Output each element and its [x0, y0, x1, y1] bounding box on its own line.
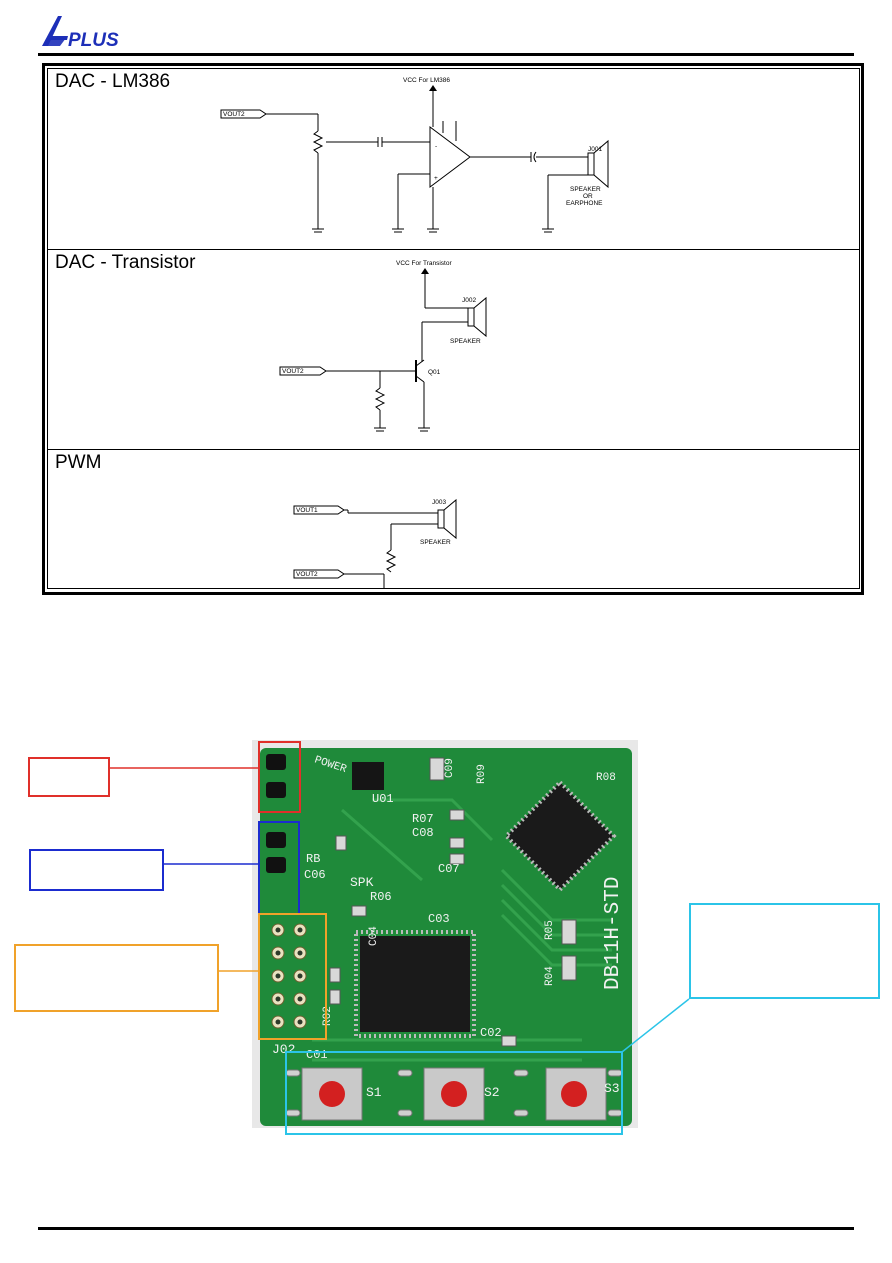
speaker-j001-symbol: [587, 152, 595, 176]
c07-label: C07: [438, 862, 460, 876]
vout1-label: VOUT1: [296, 507, 318, 514]
logo-text: PLUS: [68, 30, 119, 51]
c04-label: C04: [368, 926, 380, 946]
section-dac-transistor: DAC - Transistor: [47, 249, 860, 450]
j003-label: J003: [432, 499, 446, 506]
c02-label: C02: [480, 1026, 502, 1040]
speaker-label: SPEAKER: [420, 539, 451, 546]
aplus-logo: PLUS: [42, 16, 119, 51]
r04-label: R04: [544, 966, 556, 986]
button-s2: [423, 1067, 485, 1121]
svg-text:-: -: [435, 143, 437, 150]
board-name-label: DB11H-STD: [602, 877, 625, 990]
speaker-j002-symbol: [467, 307, 475, 327]
vout1-port: [293, 505, 345, 515]
potentiometer-symbol: [312, 130, 324, 154]
vout2-port: [293, 569, 345, 579]
r09-label: R09: [476, 764, 488, 784]
vout2-label: VOUT2: [296, 571, 318, 578]
vout2-label: VOUT2: [223, 111, 245, 118]
earphone-label: EARPHONE: [566, 200, 603, 207]
header-rule: [38, 53, 854, 56]
pwm-circuit-diagram: VOUT1 J003 SPEAKER VOUT2: [293, 498, 457, 588]
schematic-frame: DAC - LM386: [42, 63, 864, 595]
callout-j02-header: [14, 944, 219, 1012]
j002-label: J002: [462, 297, 476, 304]
vcc-transistor-label: VCC For Transistor: [396, 260, 452, 267]
footer-rule: [38, 1227, 854, 1230]
pcb-board-photo: DB11H-STD POWER SPK J02 S1 S2 S3 C01 C02…: [252, 740, 638, 1128]
resistor-symbol: [374, 387, 386, 411]
c03-label: C03: [428, 912, 450, 926]
j02-label: J02: [272, 1042, 295, 1057]
lm386-amplifier-symbol: [429, 126, 471, 188]
lm386-circuit-diagram: VCC For LM386 VOUT2 J001 SPEAKER OR EARP…: [220, 77, 609, 233]
callout-power-header: [28, 757, 110, 797]
r08-label: R08: [596, 772, 616, 784]
section-title: DAC - Transistor: [55, 252, 196, 273]
vout2-port: [279, 366, 327, 376]
j001-label: J001: [588, 146, 602, 153]
vcc-lm386-label: VCC For LM386: [403, 77, 450, 84]
s2-label: S2: [484, 1085, 500, 1100]
potentiometer-symbol: [385, 549, 397, 573]
svg-text:+: +: [434, 175, 438, 182]
c09-label: C09: [444, 758, 456, 778]
s3-label: S3: [604, 1081, 620, 1096]
button-s1: [301, 1067, 363, 1121]
regulator-u01: [352, 762, 384, 790]
r06-label: R06: [370, 890, 392, 904]
vout2-label: VOUT2: [282, 368, 304, 375]
callout-buttons: [689, 903, 880, 999]
microcontroller-chip-center: [360, 936, 470, 1032]
button-s3: [545, 1067, 607, 1121]
u01-label: U01: [372, 792, 394, 806]
c06-label: C06: [304, 868, 326, 882]
c01-label: C01: [306, 1048, 328, 1062]
transistor-circuit-diagram: VCC For Transistor J002 SPEAKER VOUT2 Q0…: [279, 260, 487, 432]
section-dac-lm386: DAC - LM386: [47, 68, 860, 250]
r02-label: R02: [322, 1006, 334, 1026]
section-title: PWM: [55, 452, 102, 473]
or-label: OR: [583, 193, 593, 200]
speaker-j003-symbol: [437, 509, 445, 529]
callout-speaker-header: [29, 849, 164, 891]
c08-label: C08: [412, 826, 434, 840]
spk-label: SPK: [350, 875, 374, 890]
r05-label: R05: [544, 920, 556, 940]
q01-label: Q01: [428, 369, 441, 376]
section-pwm: PWM VOUT1 J003 SPEAKER VOUT2: [47, 449, 860, 589]
vout2-port: [220, 109, 267, 119]
speaker-label: SPEAKER: [570, 186, 601, 193]
section-title: DAC - LM386: [55, 71, 171, 92]
r07-label: R07: [412, 812, 434, 826]
rb-label: RB: [306, 852, 320, 866]
speaker-label: SPEAKER: [450, 338, 481, 345]
microcontroller-chip-top: [503, 779, 617, 893]
s1-label: S1: [366, 1085, 382, 1100]
